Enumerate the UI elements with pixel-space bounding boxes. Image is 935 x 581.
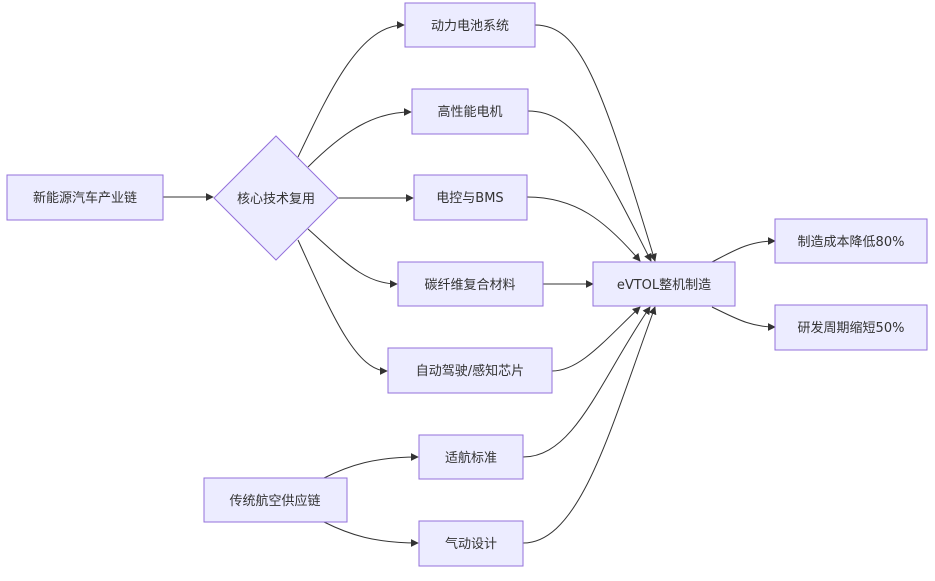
edge-battery-to-evtol (534, 24, 657, 262)
edge-adas-to-evtol (551, 306, 641, 372)
node-label: 制造成本降低80% (798, 235, 905, 250)
node-label: 新能源汽车产业链 (33, 190, 137, 206)
node-evtol[interactable]: eVTOL整机制造 (592, 261, 736, 307)
node-motor[interactable]: 高性能电机 (411, 88, 529, 135)
edge-core-to-battery (297, 21, 405, 158)
edges-layer (163, 21, 776, 547)
node-rd[interactable]: 研发周期缩短50% (774, 304, 928, 351)
edge-core-to-carbon (307, 228, 398, 288)
edge-airworthy-to-evtol (522, 306, 651, 458)
edge-motor-to-evtol (527, 110, 652, 262)
node-label: 气动设计 (445, 536, 497, 552)
edge-evtol-to-rd (711, 306, 776, 331)
edge-core-to-motor (307, 108, 412, 168)
node-label: 动力电池系统 (431, 19, 509, 34)
edge-aero-to-airworthy (323, 453, 419, 479)
edge-core-to-adas (297, 239, 388, 375)
node-adas[interactable]: 自动驾驶/感知芯片 (387, 347, 553, 394)
node-label: 高性能电机 (437, 104, 502, 120)
nodes-layer: 新能源汽车产业链 核心技术复用 动力电池系统 高性能电机 电控与BMS 碳纤维复… (6, 2, 928, 567)
node-label: 自动驾驶/感知芯片 (416, 363, 524, 379)
node-label: 碳纤维复合材料 (424, 278, 515, 293)
node-ecu[interactable]: 电控与BMS (413, 174, 528, 221)
node-label: eVTOL整机制造 (617, 278, 711, 293)
edge-ecu-to-evtol (526, 196, 641, 262)
node-label: 电控与BMS (436, 191, 503, 206)
edge-aerodyn-to-evtol (522, 306, 657, 544)
edge-evtol-to-cost (711, 237, 776, 263)
edge-aero-to-aerodyn (323, 521, 419, 547)
node-carbon[interactable]: 碳纤维复合材料 (397, 261, 544, 307)
node-core-decision[interactable]: 核心技术复用 (213, 135, 339, 261)
node-label: 传统航空供应链 (229, 493, 320, 509)
node-label: 核心技术复用 (237, 192, 315, 207)
node-battery[interactable]: 动力电池系统 (404, 2, 536, 48)
node-label: 研发周期缩短50% (798, 320, 905, 336)
node-aerodyn[interactable]: 气动设计 (418, 520, 524, 567)
node-nev[interactable]: 新能源汽车产业链 (6, 174, 164, 221)
node-cost[interactable]: 制造成本降低80% (774, 218, 928, 264)
node-label: 适航标准 (445, 450, 497, 466)
node-airworthy[interactable]: 适航标准 (418, 434, 524, 480)
node-aero[interactable]: 传统航空供应链 (203, 477, 348, 523)
